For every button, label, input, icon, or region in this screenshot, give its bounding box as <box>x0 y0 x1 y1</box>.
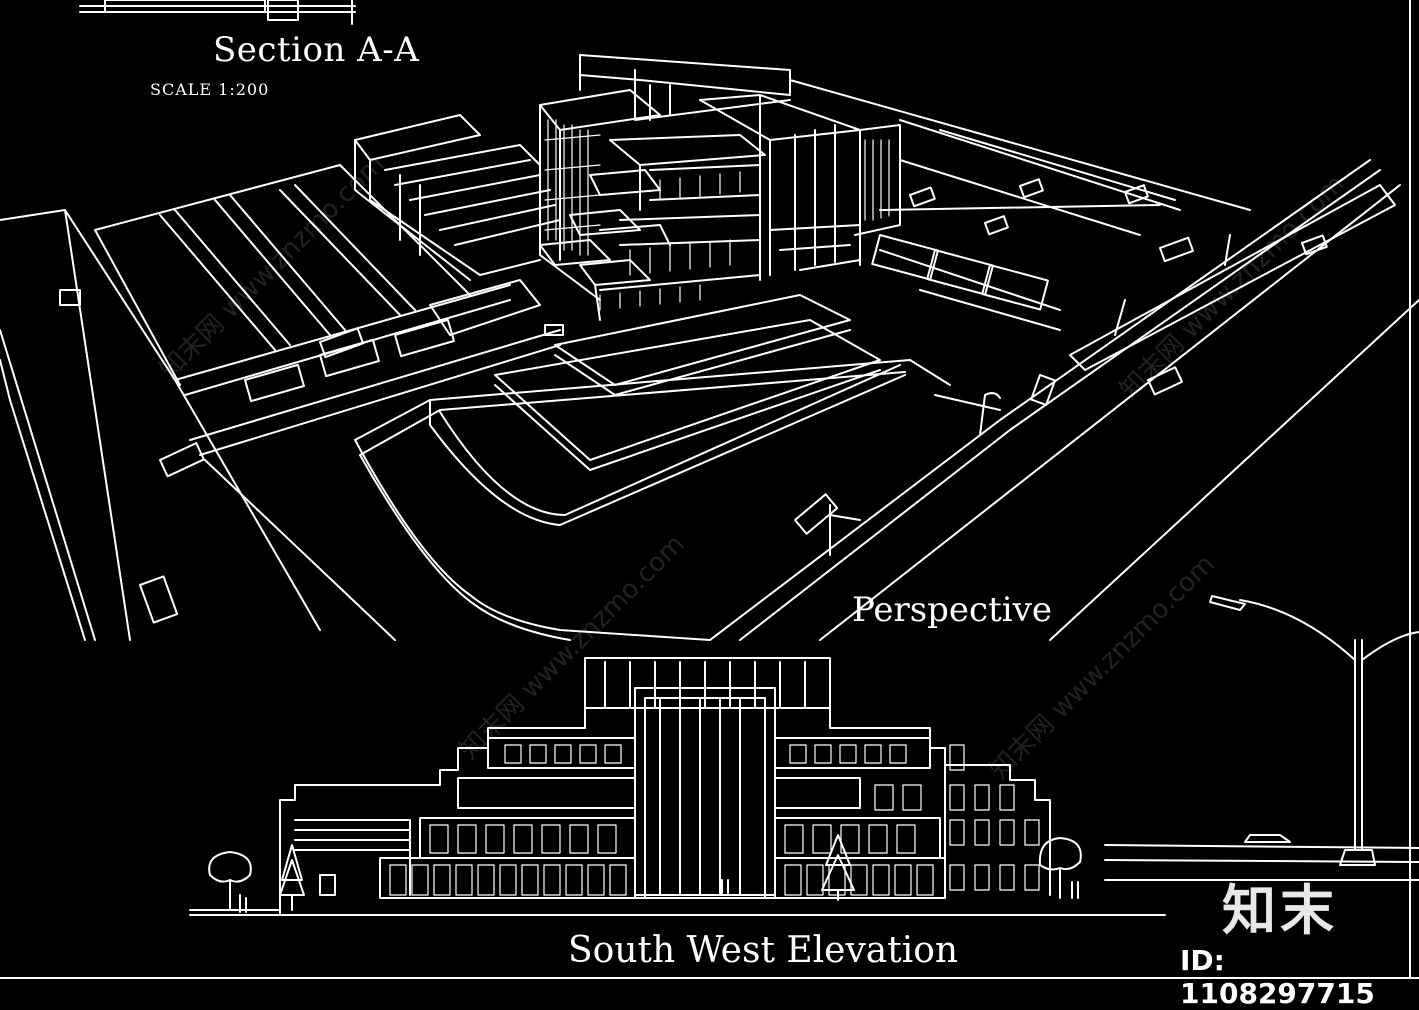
section-a-a-drawing <box>79 0 356 25</box>
south-west-elevation-drawing <box>189 595 1419 916</box>
elevation-trees <box>208 834 1082 913</box>
elevation-title: South West Elevation <box>568 930 959 971</box>
perspective-drawing <box>0 54 1419 641</box>
section-scale-label: SCALE 1:200 <box>150 80 270 99</box>
section-title: Section A-A <box>213 30 420 70</box>
perspective-title: Perspective <box>852 590 1052 630</box>
brand-logo: 知末 <box>1222 879 1338 942</box>
image-id-label: ID: 1108297715 <box>1180 944 1375 1010</box>
